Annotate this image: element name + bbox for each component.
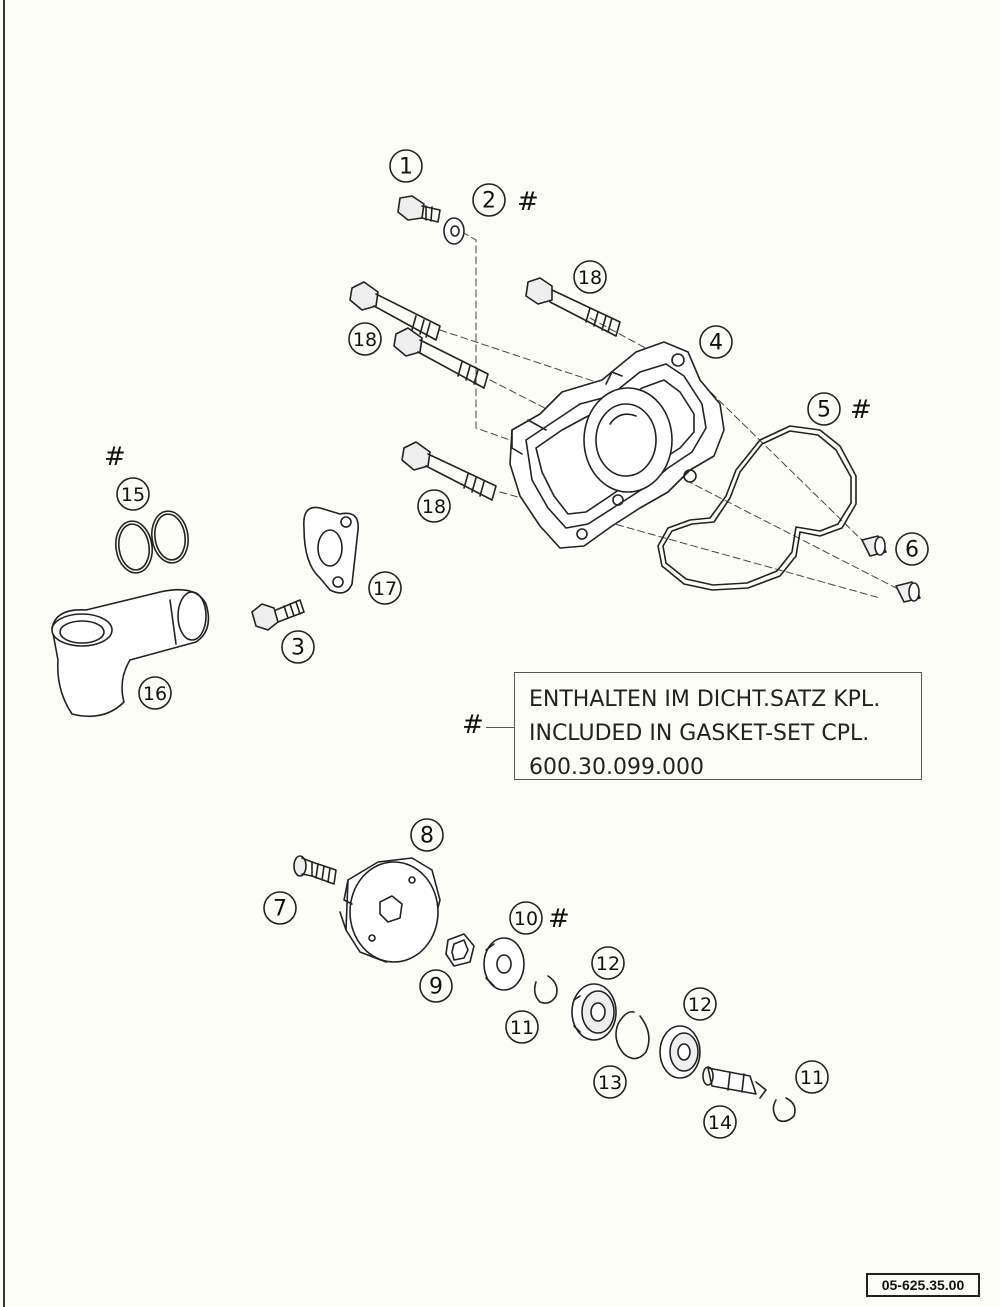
part-6-dowel-sleeve-upper [861,535,887,557]
gasket-marker-part-15: # [104,442,126,472]
part-8-impeller [339,857,441,963]
part-12-bearing-upper [571,983,617,1041]
part-3-screw [251,599,305,631]
gasket-marker-part-5: # [850,395,872,425]
callout-1: 1 [399,155,413,180]
part-12-bearing-lower [659,1025,701,1079]
part-4-pump-housing [509,341,725,549]
part-13-retaining-ring [615,1010,650,1060]
callout-15: 15 [121,484,145,506]
legend-marker: # [462,710,484,740]
callout-6: 6 [905,538,919,563]
part-14-pump-shaft [702,1066,767,1099]
callout-9: 9 [429,975,443,1000]
callout-11-upper: 11 [510,1017,534,1039]
legend-line-german: ENTHALTEN IM DICHT.SATZ KPL. [529,687,881,712]
callout-10: 10 [514,908,538,930]
drawing-number: 05-625.35.00 [866,1273,980,1297]
part-16-elbow-pipe [51,588,210,718]
part-2-washer [443,217,465,245]
callout-5: 5 [817,398,831,423]
part-7-impeller-screw [293,855,337,885]
callout-14: 14 [708,1112,732,1134]
callout-12-lower: 12 [688,994,712,1016]
part-15-o-rings [115,510,189,574]
gasket-marker-part-10: # [548,904,570,934]
legend-line-english: INCLUDED IN GASKET-SET CPL. [529,721,870,746]
callout-4: 4 [709,331,723,356]
part-6-dowel-sleeve-lower [895,581,921,603]
part-11-circlip-lower [772,1097,796,1123]
callout-18-lower: 18 [422,496,446,518]
part-5-housing-gasket [657,425,857,591]
callout-3: 3 [291,636,305,661]
callout-11-lower: 11 [800,1067,824,1089]
callout-8: 8 [420,824,434,849]
callout-17: 17 [373,578,397,600]
callout-18-left: 18 [353,329,377,351]
part-11-circlip-upper [533,975,558,1004]
part-18-bolt-upper-right [525,277,621,337]
legend-leader-line [486,727,514,728]
callout-2: 2 [482,189,496,214]
callout-16: 16 [143,683,167,705]
part-18-bolt-middle [393,327,489,389]
callout-12-upper: 12 [596,953,620,975]
part-18-bolt-lower [401,441,497,501]
callout-circles [116,149,929,1139]
callout-18-top: 18 [578,267,602,289]
page-left-edge [3,0,5,1307]
part-9-seal [445,933,475,967]
part-1-flange-bolt [397,195,441,223]
callout-7: 7 [273,897,287,922]
part-18-bolt-upper-left [349,281,441,341]
legend-part-number: 600.30.099.000 [529,755,704,780]
gasket-marker-part-2: # [517,187,539,217]
part-17-flange-gasket [303,506,359,594]
gasket-set-legend: ENTHALTEN IM DICHT.SATZ KPL. INCLUDED IN… [514,672,922,780]
part-10-shaft-seal [483,937,525,991]
callout-13: 13 [598,1072,622,1094]
